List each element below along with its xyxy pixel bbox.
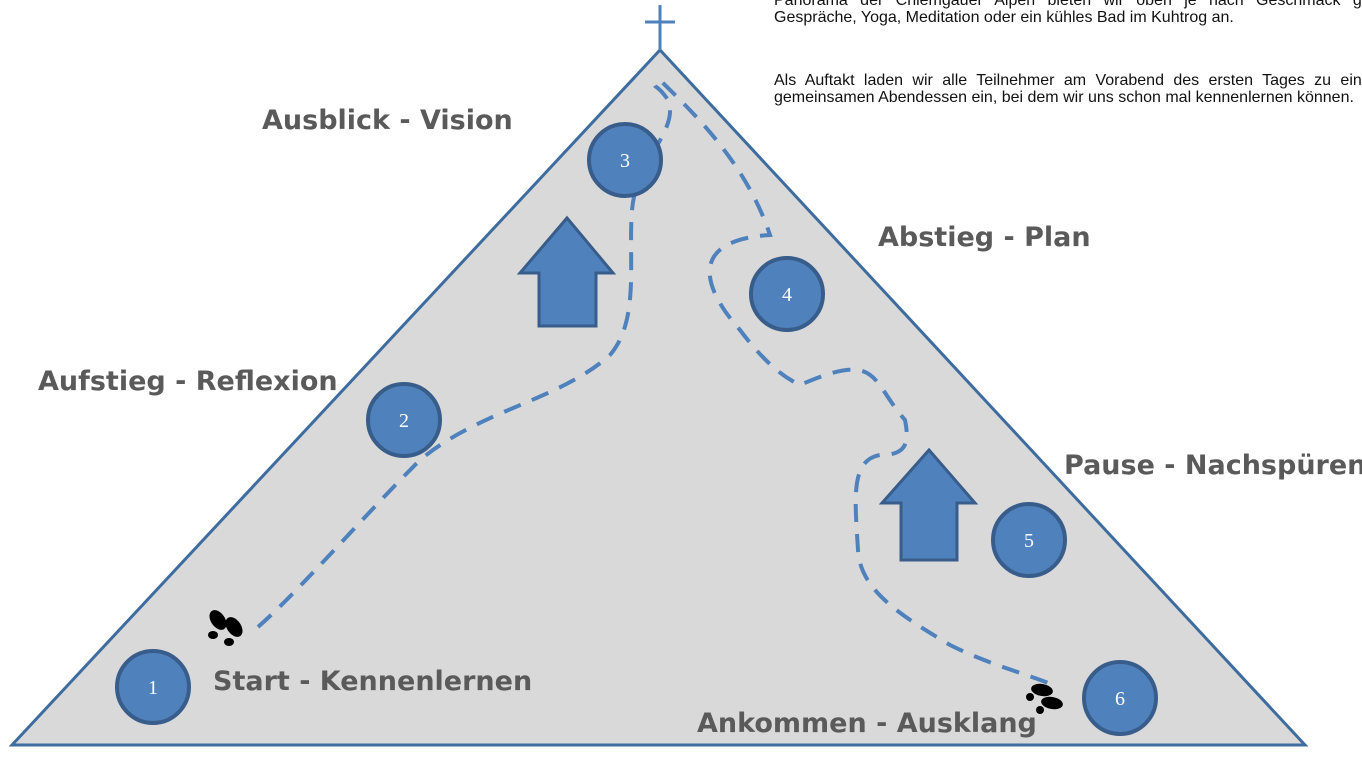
intro-paragraph-1: Panorama der Chiemgauer Alpen bieten wir… <box>774 0 1362 26</box>
svg-text:6: 6 <box>1115 688 1125 710</box>
stage-label-ascent: Aufstieg - Reflexion <box>38 366 338 397</box>
step-circle-5: 5 <box>991 502 1067 578</box>
up-arrow-icon <box>516 215 617 328</box>
stage-label-pause: Pause - Nachspüren <box>1064 450 1362 481</box>
up-arrow-icon <box>878 447 979 562</box>
svg-text:4: 4 <box>782 284 792 306</box>
stage-label-descent: Abstieg - Plan <box>878 222 1091 253</box>
svg-text:1: 1 <box>148 677 158 699</box>
intro-paragraph-2: Als Auftakt laden wir alle Teilnehmer am… <box>774 72 1362 106</box>
mountain-triangle <box>8 47 1309 747</box>
step-circle-1: 1 <box>115 649 191 725</box>
svg-text:2: 2 <box>399 410 409 432</box>
stage-label-arrival: Ankommen - Ausklang <box>697 708 1037 739</box>
step-circle-6: 6 <box>1082 660 1158 736</box>
svg-text:3: 3 <box>620 150 630 172</box>
footprints-icon <box>208 610 243 646</box>
summit-cross-icon <box>645 5 675 50</box>
stage-label-start: Start - Kennenlernen <box>213 666 533 697</box>
stage-label-vision: Ausblick - Vision <box>262 105 513 136</box>
footprints-icon <box>1026 683 1063 714</box>
hiking-path <box>256 77 1054 687</box>
svg-text:5: 5 <box>1024 530 1034 552</box>
step-circle-2: 2 <box>366 382 442 458</box>
step-circle-3: 3 <box>587 122 663 198</box>
step-circle-4: 4 <box>749 256 825 332</box>
